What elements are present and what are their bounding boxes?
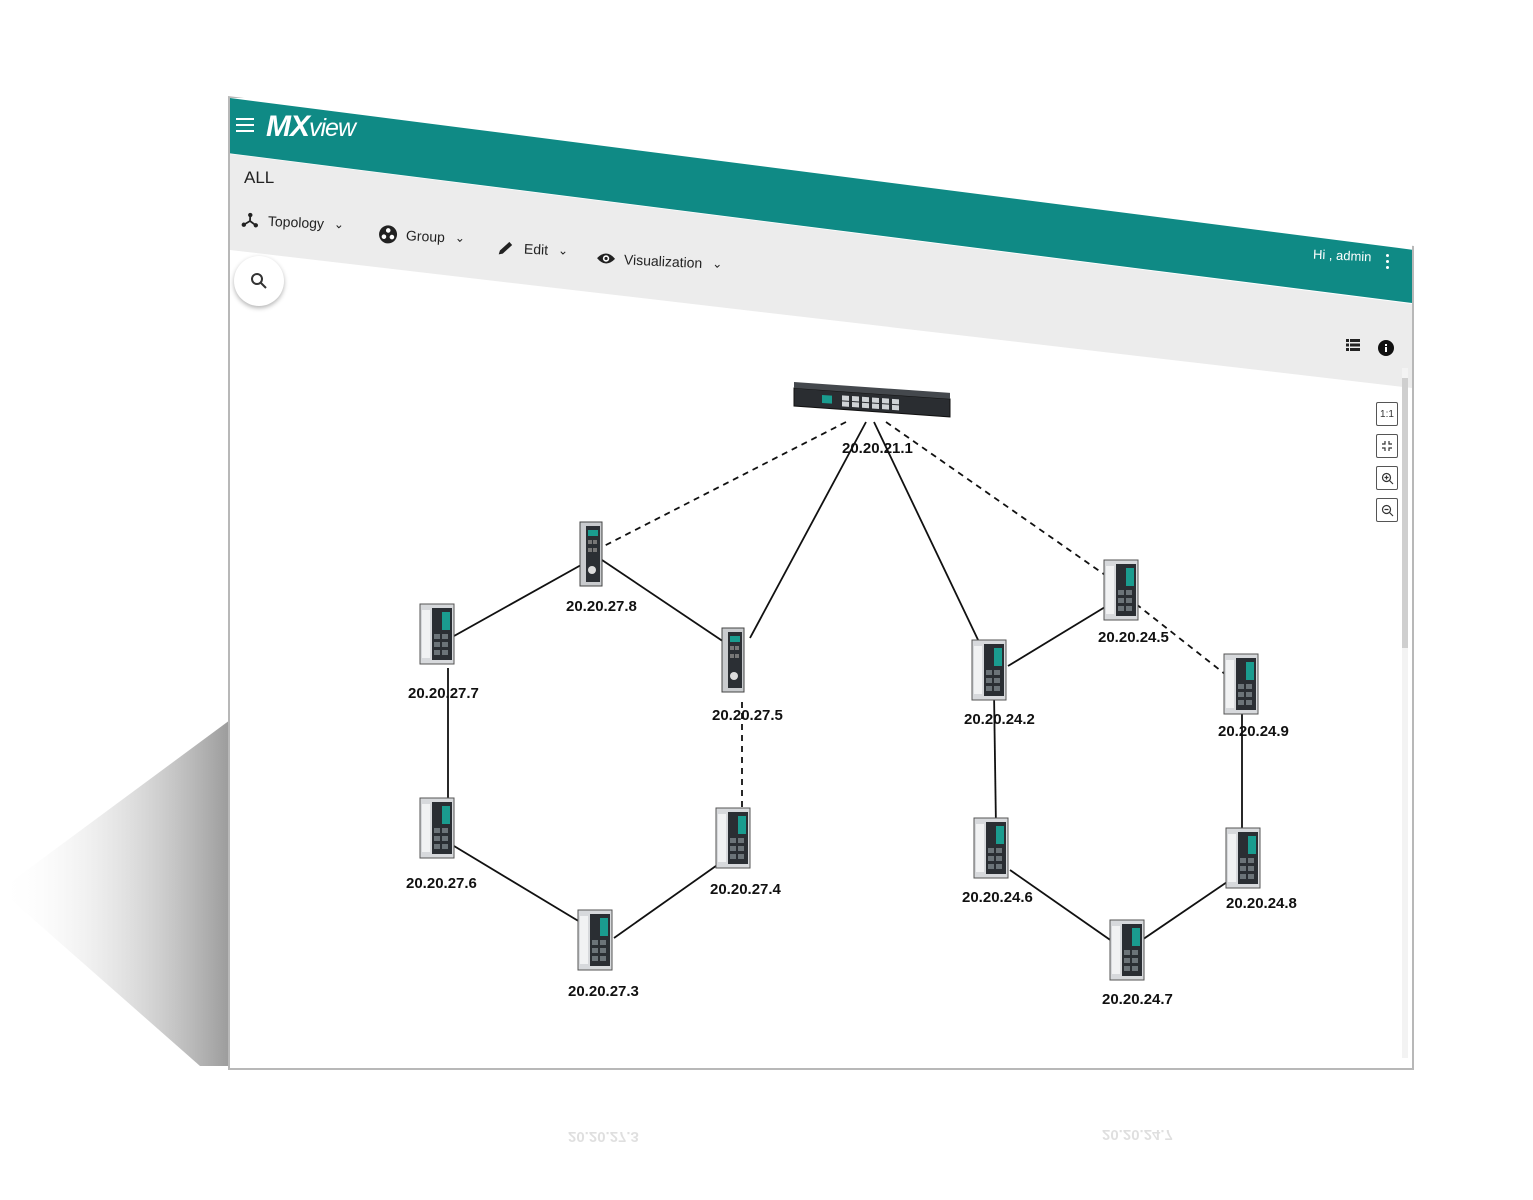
hamburger-menu-icon[interactable] <box>236 118 254 132</box>
link-solid <box>453 845 591 929</box>
switch-node[interactable] <box>1109 919 1145 981</box>
vertical-scrollbar[interactable] <box>1402 368 1408 1058</box>
eye-icon <box>596 248 617 269</box>
more-options-icon[interactable] <box>1386 254 1390 272</box>
zoom-one-to-one-button[interactable]: 1:1 <box>1376 402 1398 426</box>
topology-menu[interactable]: Topology ⌄ <box>240 210 345 235</box>
breadcrumb[interactable]: ALL <box>244 168 275 187</box>
mxview-logo: MXview <box>266 110 356 143</box>
scrollbar-thumb[interactable] <box>1402 378 1408 648</box>
node-label: 20.20.24.8 <box>1226 895 1297 912</box>
topology-links <box>447 421 1243 945</box>
link-solid <box>613 855 731 939</box>
node-label: 20.20.21.1 <box>842 440 913 457</box>
link-dashed <box>603 421 847 547</box>
search-icon <box>251 273 267 289</box>
node-label: 20.20.27.5 <box>712 707 783 724</box>
link-dashed <box>885 421 1119 585</box>
switch-node[interactable] <box>971 639 1007 701</box>
zoom-in-icon <box>1381 472 1393 484</box>
pencil-icon <box>496 237 517 258</box>
fit-screen-icon <box>1382 441 1392 451</box>
node-label: 20.20.27.7 <box>408 685 479 702</box>
title-bar: MXview <box>230 98 1412 158</box>
list-view-button[interactable] <box>1346 338 1360 356</box>
node-label: 20.20.24.7 <box>1102 991 1173 1008</box>
zoom-out-icon <box>1381 504 1393 516</box>
switch-node[interactable] <box>419 603 455 665</box>
link-solid <box>1135 879 1231 945</box>
link-dashed <box>1135 603 1231 679</box>
switch-node[interactable] <box>1223 653 1259 715</box>
switch-node[interactable] <box>579 521 603 587</box>
link-solid <box>873 421 981 645</box>
node-label: 20.20.27.6 <box>406 875 477 892</box>
fit-to-screen-button[interactable] <box>1376 434 1398 458</box>
node-label: 20.20.27.4 <box>710 881 782 898</box>
app-window: MXview ALL Topology ⌄ Group ⌄ Edit ⌄ Vis… <box>228 96 1414 1070</box>
node-label: 20.20.24.5 <box>1098 629 1169 646</box>
node-label: 20.20.27.3 <box>568 983 639 1000</box>
reflection-label: 20.20.27.3 <box>568 1128 639 1145</box>
link-solid <box>601 559 731 647</box>
node-label: 20.20.24.9 <box>1218 723 1289 740</box>
switch-node[interactable] <box>715 807 751 869</box>
edit-menu[interactable]: Edit ⌄ <box>496 237 569 260</box>
info-icon <box>1378 340 1394 356</box>
link-solid <box>1007 603 1111 667</box>
link-solid <box>749 421 867 639</box>
switch-node[interactable] <box>721 627 745 693</box>
reflection-label: 20.20.24.7 <box>1102 1126 1173 1143</box>
list-icon <box>1346 339 1360 351</box>
node-label: 20.20.24.6 <box>962 889 1033 906</box>
topology-canvas[interactable]: 20.20.21.1 20.20.27.8 20.20.27.7 20.20.2… <box>230 98 1412 1068</box>
root-switch-node[interactable] <box>793 382 951 418</box>
switch-node[interactable] <box>973 817 1009 879</box>
search-button[interactable] <box>234 256 284 306</box>
group-menu[interactable]: Group ⌄ <box>378 224 466 248</box>
node-label: 20.20.24.2 <box>964 711 1035 728</box>
zoom-controls: 1:1 <box>1376 402 1398 522</box>
node-label: 20.20.27.8 <box>566 598 637 615</box>
switch-node[interactable] <box>419 797 455 859</box>
switch-node[interactable] <box>577 909 613 971</box>
link-solid <box>453 559 591 637</box>
link-solid <box>1009 869 1117 945</box>
zoom-out-button[interactable] <box>1376 498 1398 522</box>
switch-node[interactable] <box>1225 827 1261 889</box>
link-solid <box>993 691 997 829</box>
switch-node[interactable] <box>1103 559 1139 621</box>
topology-icon <box>240 210 261 231</box>
visualization-menu[interactable]: Visualization ⌄ <box>596 248 723 274</box>
group-icon <box>378 224 399 245</box>
zoom-in-button[interactable] <box>1376 466 1398 490</box>
info-button[interactable] <box>1378 340 1394 361</box>
